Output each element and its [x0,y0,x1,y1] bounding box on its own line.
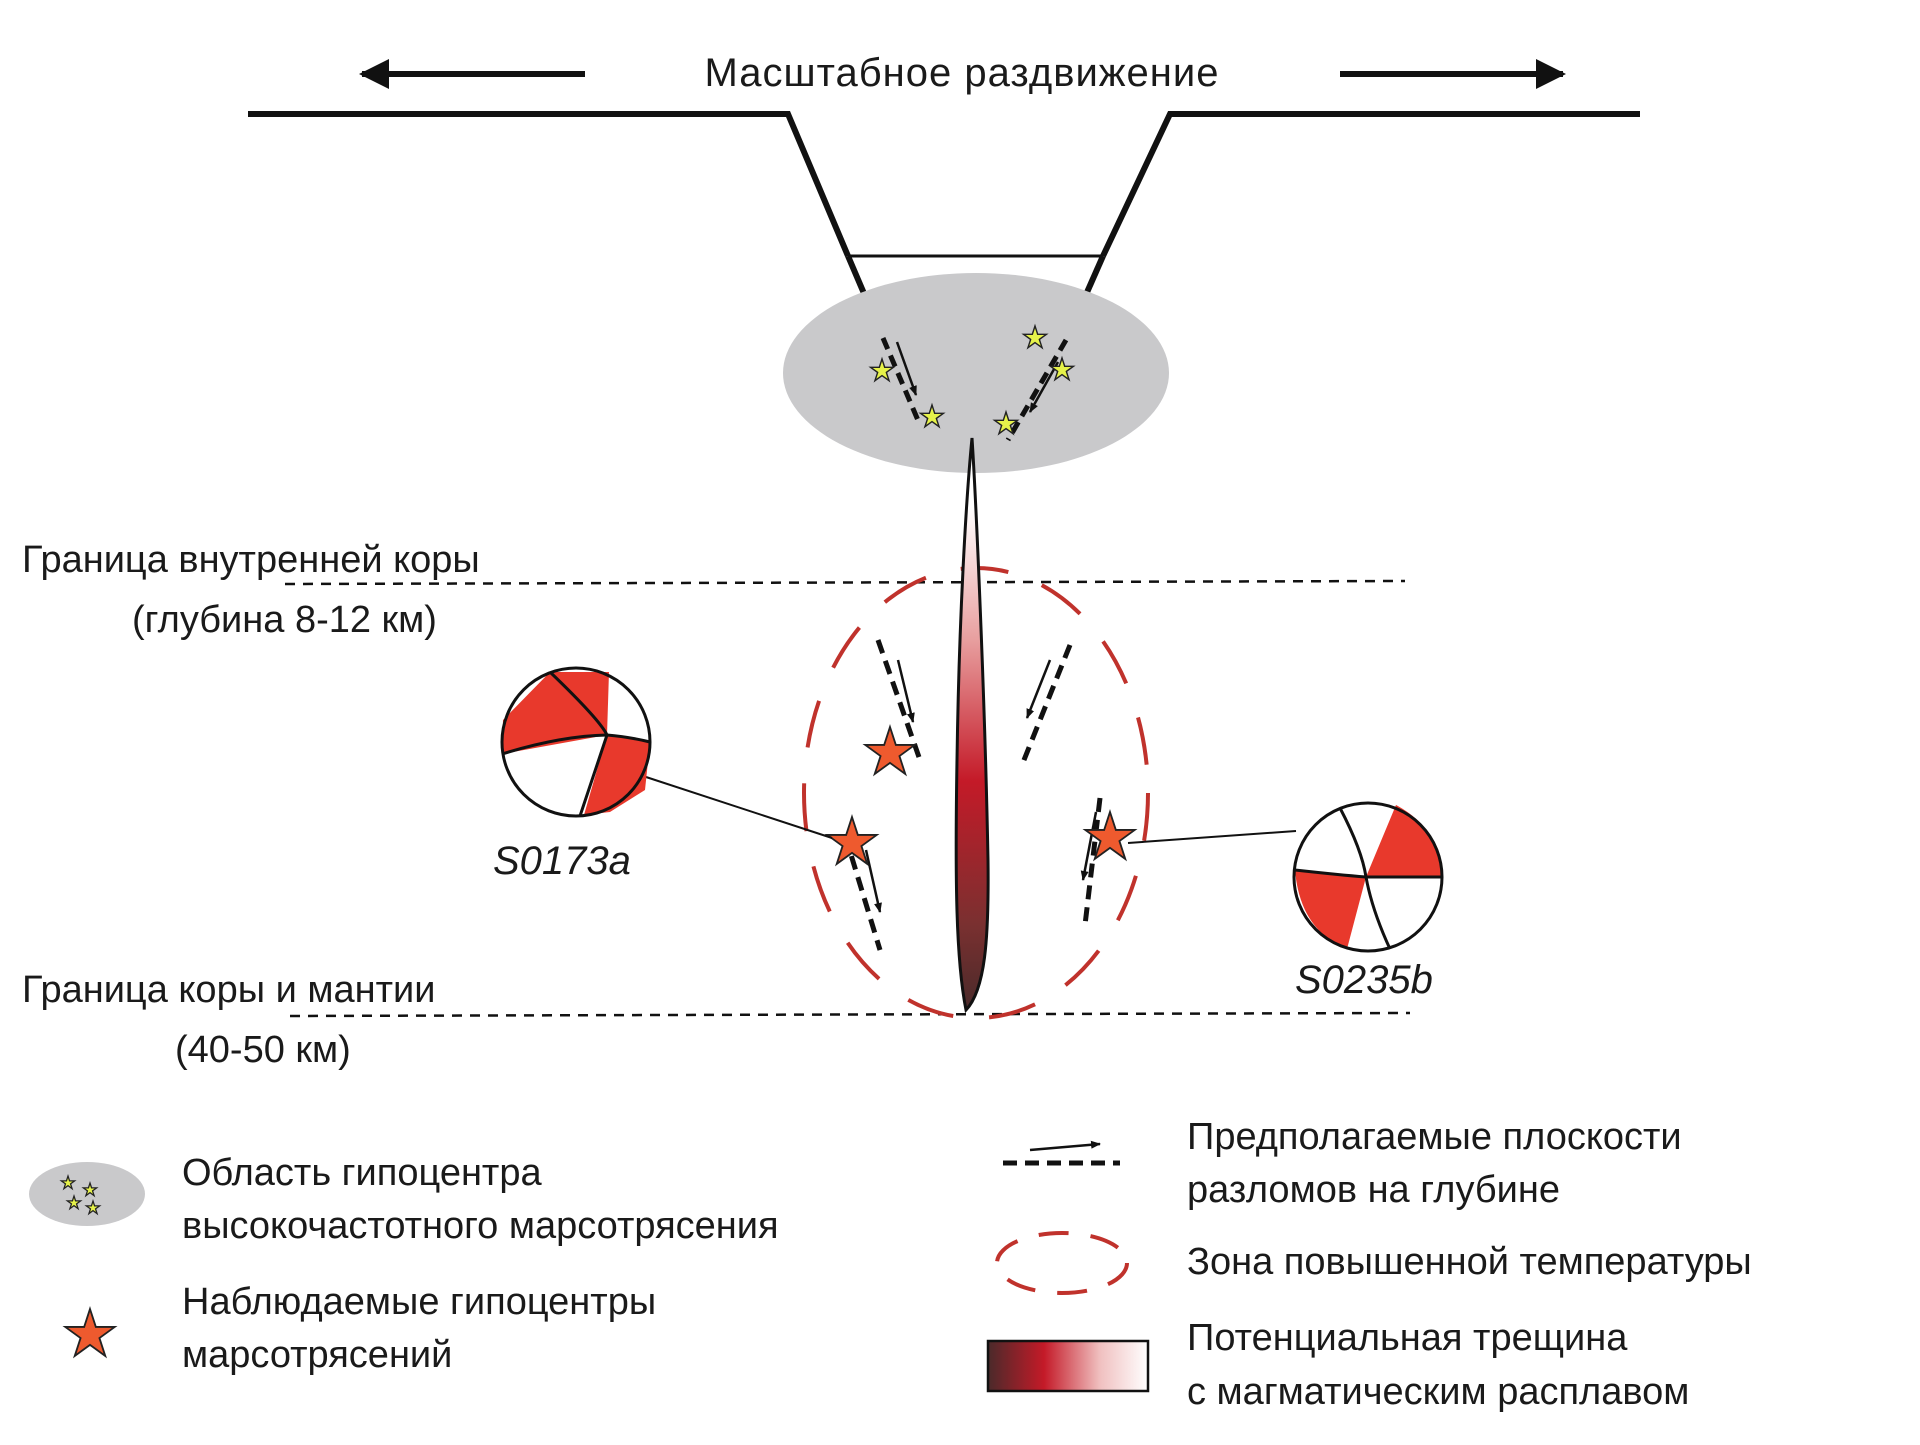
legend-crack-label-1: Потенциальная трещина [1187,1317,1628,1359]
legend-observed-star [65,1309,114,1356]
observed-hypocenter-star [865,727,914,774]
crust-mantle-boundary-label: Граница коры и мантии [22,969,435,1011]
crust-mantle-depth-label: (40-50 км) [175,1029,351,1071]
hf-hypocenter-region [783,273,1169,473]
deep-faults [842,639,1103,951]
leader-line-s0235b [1127,830,1297,844]
melt-crack [954,437,990,1014]
beachball-s0173a [500,666,652,818]
legend-heat-zone: Зона повышенной температуры [995,1231,1752,1295]
event-label-s0173a: S0173a [493,839,631,883]
legend-hf-region: Область гипоцентра высокочастотного марс… [29,1152,779,1247]
leader-line-s0173a [645,776,833,839]
event-label-s0235b: S0235b [1295,958,1433,1002]
crust-mantle-boundary-line [289,1011,1411,1018]
legend-crack: Потенциальная трещина с магматическим ра… [986,1317,1689,1413]
legend-observed-label-2: марсотрясений [182,1334,452,1376]
legend-observed-label-1: Наблюдаемые гипоцентры [182,1281,656,1323]
legend-crack-label-2: с магматическим расплавом [1187,1371,1689,1413]
inner-crust-boundary-line [284,579,1406,586]
legend-heat-zone-swatch [995,1231,1129,1295]
extension-title-group: Масштабное раздвижение [359,51,1566,95]
inner-crust-boundary-label: Граница внутренней коры [22,539,480,581]
extension-title: Масштабное раздвижение [705,51,1220,95]
beachball-s0235b [1292,801,1444,953]
legend-faults-label-1: Предполагаемые плоскости [1187,1116,1682,1158]
legend-crack-swatch [986,1339,1150,1393]
legend-observed: Наблюдаемые гипоцентры марсотрясений [65,1281,656,1376]
legend-hf-region-label-1: Область гипоцентра [182,1152,542,1194]
legend-hf-region-label-2: высокочастотного марсотрясения [182,1205,779,1247]
legend-faults-label-2: разломов на глубине [1187,1169,1560,1211]
legend-heat-zone-label: Зона повышенной температуры [1187,1241,1752,1283]
legend-faults: Предполагаемые плоскости разломов на глу… [1003,1116,1682,1211]
inner-crust-depth-label: (глубина 8-12 км) [132,599,437,641]
